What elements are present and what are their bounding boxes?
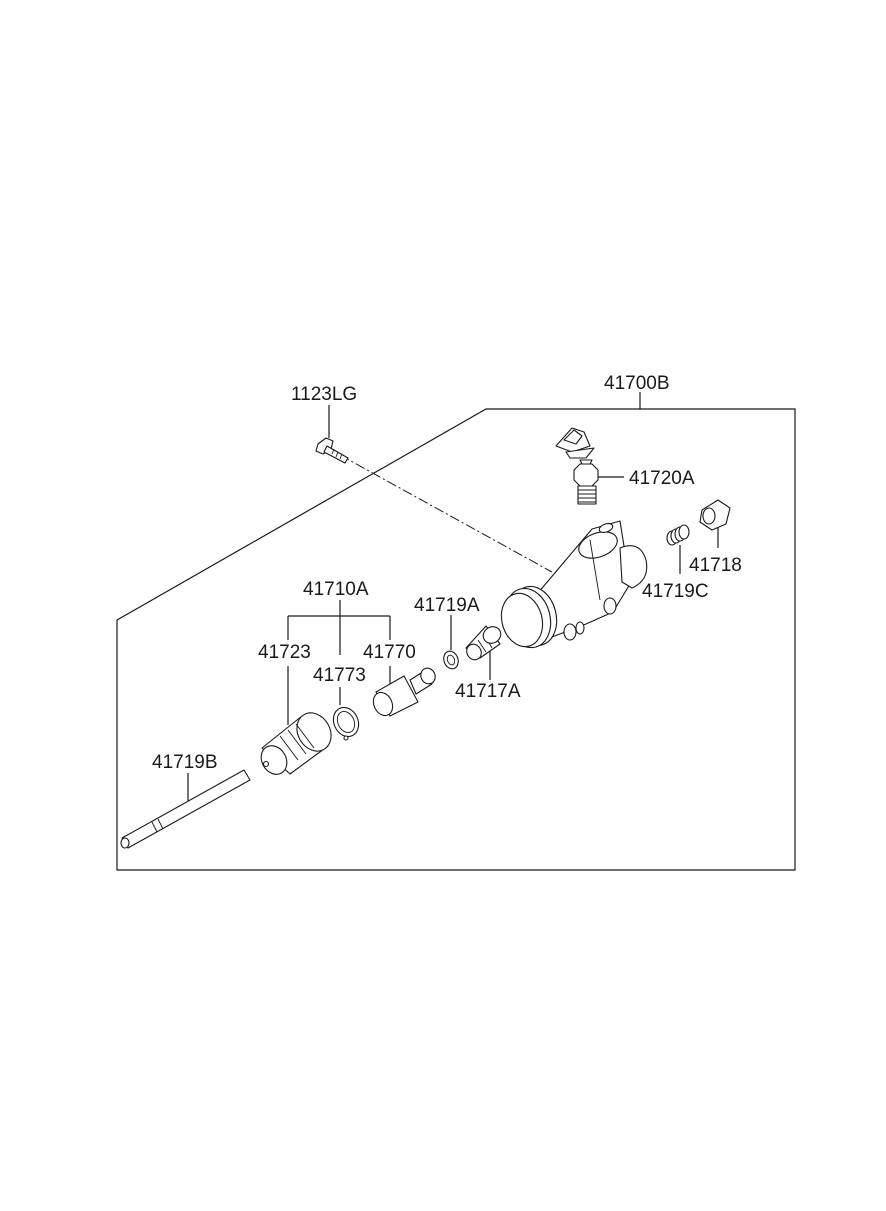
- boot-part: [260, 712, 332, 775]
- snap-ring-part: [332, 706, 360, 741]
- label-bolt: 1123LG: [291, 384, 357, 405]
- label-small-boot: 41717A: [455, 681, 521, 702]
- cylinder-body-part: [500, 520, 648, 649]
- label-assembly: 41700B: [604, 373, 670, 394]
- label-ring-a: 41719A: [414, 595, 480, 616]
- label-piston: 41770: [363, 642, 416, 663]
- push-rod-part: [120, 769, 251, 849]
- piston-part: [372, 667, 436, 717]
- label-spring: 41719C: [642, 581, 709, 602]
- bleeder-screw-part: [573, 459, 599, 505]
- assembly-frame: [116, 408, 796, 871]
- cap-part: [699, 499, 731, 531]
- bleeder-clip-part: [555, 427, 595, 459]
- small-boot-part: [465, 625, 502, 661]
- ring-part: [443, 650, 459, 670]
- label-bleeder: 41720A: [629, 468, 695, 489]
- label-snap-ring: 41773: [313, 665, 366, 686]
- label-cap: 41718: [689, 555, 742, 576]
- label-boot: 41723: [258, 642, 311, 663]
- bolt-part: [315, 437, 349, 464]
- spring-part: [666, 524, 690, 546]
- label-push-rod: 41719B: [152, 752, 218, 773]
- label-repair-kit: 41710A: [303, 579, 369, 600]
